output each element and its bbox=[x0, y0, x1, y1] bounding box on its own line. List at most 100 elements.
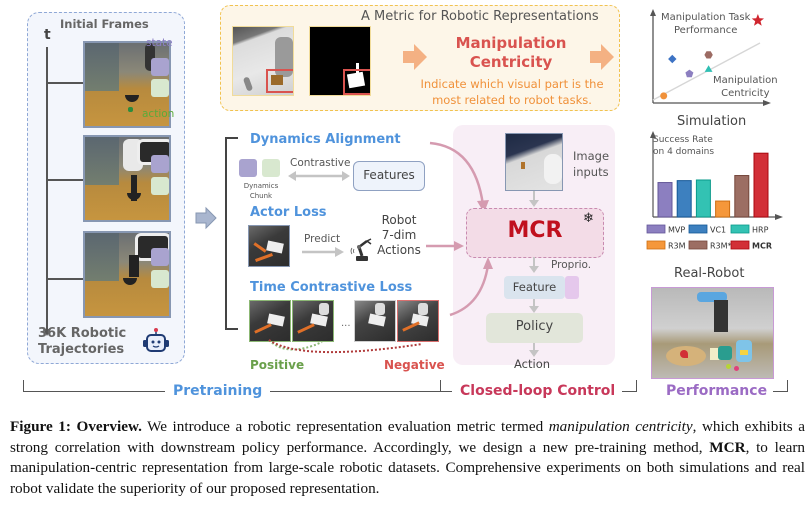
metric-description: Indicate which visual part is the most r… bbox=[420, 77, 604, 107]
real-robot-image bbox=[651, 287, 774, 379]
robot-trajectory-panel: Initial Frames t state action 36K Roboti… bbox=[27, 12, 185, 364]
robot-arm-icon bbox=[350, 238, 372, 261]
dynamics-alignment-title: Dynamics Alignment bbox=[250, 132, 401, 147]
positive-frame bbox=[292, 300, 334, 342]
dynamics-chunk-action-token bbox=[262, 159, 280, 177]
state-label: state bbox=[146, 37, 173, 49]
scatter-point-r3m-star bbox=[704, 51, 713, 59]
section-pretraining: Pretraining bbox=[173, 383, 263, 399]
bar-r3m-star bbox=[734, 175, 750, 218]
robot-actions-label: Robot 7-dim Actions bbox=[377, 213, 421, 257]
caption-figure-label: Figure 1: bbox=[10, 418, 71, 435]
legend-label-r3m-star: R3M* bbox=[710, 242, 732, 251]
performance-bracket-right bbox=[787, 380, 789, 392]
robot-scene-image bbox=[232, 26, 294, 96]
figure-caption: Figure 1: Overview. We introduce a robot… bbox=[10, 418, 806, 497]
legend-label-r3m: R3M bbox=[668, 242, 686, 251]
legend-label-hrp: HRP bbox=[752, 226, 769, 235]
scatter-point-mcr bbox=[751, 14, 764, 26]
time-axis-line bbox=[46, 47, 48, 331]
state-token bbox=[151, 248, 169, 266]
bidirectional-arrow-icon bbox=[288, 171, 350, 181]
legend-swatch-r3m-star bbox=[688, 240, 708, 250]
metric-panel-title: A Metric for Robotic Representations bbox=[361, 9, 599, 24]
bar-x-axis-arrow-icon bbox=[775, 214, 783, 220]
actor-loss-title: Actor Loss bbox=[250, 205, 327, 220]
caption-figure-title: Overview. bbox=[76, 418, 142, 435]
initial-frames-title: Initial Frames bbox=[60, 17, 149, 31]
right-arrow-icon bbox=[590, 44, 614, 70]
down-arrow-icon bbox=[529, 257, 539, 273]
frame-tick-3 bbox=[47, 278, 83, 280]
contrastive-label: Contrastive bbox=[290, 157, 351, 169]
time-axis-label: t bbox=[44, 27, 51, 43]
scatter-point-mvp bbox=[685, 69, 694, 78]
legend-label-mcr: MCR bbox=[752, 242, 772, 251]
attention-mask-image bbox=[309, 26, 371, 96]
scatter-point-vc1 bbox=[668, 54, 677, 64]
image-inputs-label: Image inputs bbox=[573, 149, 610, 179]
bar-y-axis-arrow-icon bbox=[650, 131, 656, 138]
legend-swatch-mvp bbox=[646, 224, 666, 234]
policy-box: Policy bbox=[486, 313, 583, 343]
contrastive-pairs-connector bbox=[268, 339, 423, 354]
dataset-label: 36K Robotic Trajectories bbox=[38, 326, 127, 357]
centricity-scatter-chart bbox=[650, 9, 771, 106]
down-arrow-icon bbox=[529, 343, 539, 357]
metric-panel: A Metric for Robotic Representations Man… bbox=[220, 5, 620, 111]
action-token bbox=[151, 177, 169, 195]
right-arrow-icon bbox=[403, 44, 427, 70]
negative-frame bbox=[397, 300, 439, 342]
loss-to-mcr-arrows bbox=[426, 141, 493, 317]
pretraining-bracket-right bbox=[270, 391, 440, 393]
proprio-label: Proprio. bbox=[551, 259, 592, 271]
proprio-token bbox=[565, 276, 579, 299]
feature-box: Feature bbox=[504, 276, 565, 299]
legend-swatch-mcr bbox=[730, 240, 750, 250]
action-output-label: Action bbox=[514, 357, 551, 371]
down-arrow-icon bbox=[529, 191, 539, 207]
features-box: Features bbox=[353, 161, 425, 191]
predict-label: Predict bbox=[304, 233, 341, 245]
robot-icon bbox=[143, 328, 169, 352]
ellipsis: ... bbox=[341, 318, 351, 329]
action-token bbox=[151, 270, 169, 288]
down-arrow-icon bbox=[529, 299, 539, 313]
bar-chart-title-line1: Success Rate bbox=[653, 135, 713, 145]
frame-tick-2 bbox=[47, 179, 83, 181]
y-axis-arrow-icon bbox=[650, 9, 656, 16]
trajectory-frame-1 bbox=[83, 41, 171, 128]
bar-mvp bbox=[657, 182, 673, 218]
dynamics-chunk-label: Dynamics Chunk bbox=[243, 182, 279, 200]
forward-arrow-icon bbox=[195, 206, 217, 230]
snowflake-icon: ❄ bbox=[583, 211, 594, 226]
caption-method-name: MCR bbox=[709, 438, 746, 456]
negative-label: Negative bbox=[384, 358, 445, 372]
bar-r3m bbox=[715, 200, 731, 218]
simulation-title: Simulation bbox=[677, 114, 747, 129]
frame-tick-1 bbox=[47, 82, 83, 84]
state-token bbox=[151, 58, 169, 76]
metric-name: Manipulation Centricity bbox=[455, 34, 567, 71]
section-closed-loop-control: Closed-loop Control bbox=[460, 383, 616, 399]
positive-label: Positive bbox=[250, 358, 305, 372]
legend-swatch-vc1 bbox=[688, 224, 708, 234]
positive-frame bbox=[249, 300, 291, 342]
action-token bbox=[151, 79, 169, 97]
image-input-frame bbox=[505, 133, 563, 191]
mcr-encoder-box: MCR ❄ bbox=[466, 208, 604, 258]
performance-bracket-left bbox=[636, 380, 638, 392]
x-axis-arrow-icon bbox=[763, 100, 771, 106]
caption-italic-term: manipulation centricity bbox=[548, 418, 693, 435]
predict-arrow-icon bbox=[302, 247, 344, 257]
time-contrastive-title: Time Contrastive Loss bbox=[250, 280, 413, 295]
bar-mcr bbox=[753, 152, 769, 218]
scatter-ylabel: Manipulation Task Performance bbox=[661, 12, 751, 36]
real-robot-title: Real-Robot bbox=[674, 266, 745, 281]
bar-chart-title: Success Rate on 4 domains bbox=[653, 134, 714, 158]
legend-label-vc1: VC1 bbox=[710, 226, 726, 235]
actor-loss-image bbox=[248, 225, 290, 267]
sequence-frame bbox=[354, 300, 396, 342]
pretraining-bracket-left bbox=[23, 391, 165, 393]
